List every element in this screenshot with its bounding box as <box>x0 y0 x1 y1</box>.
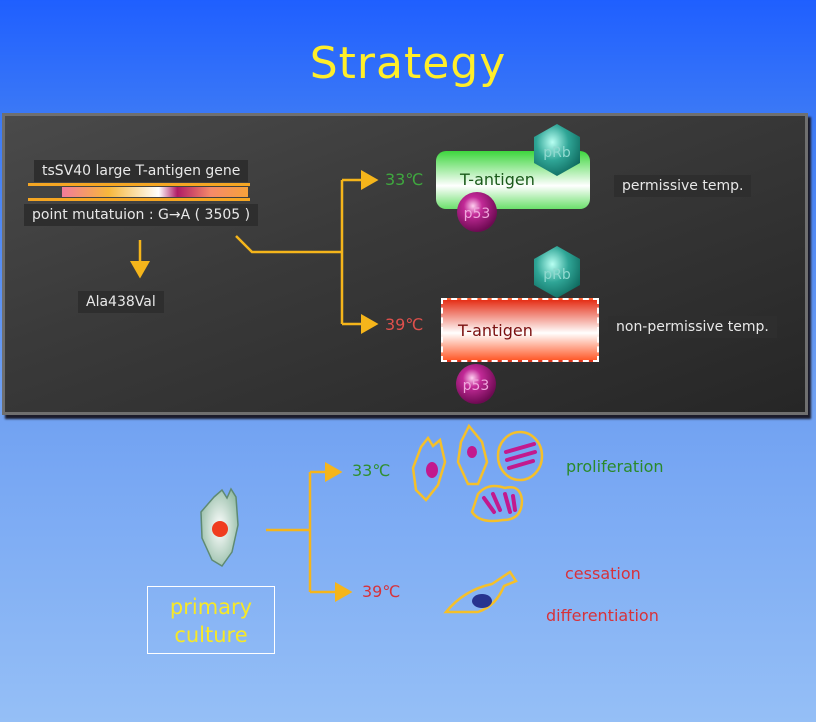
prb-permissive-text: pRb <box>543 145 571 161</box>
nonpermissive-temp-label: 39℃ <box>385 315 424 334</box>
primary-culture-line2: culture <box>174 623 248 647</box>
primary-cell-nucleus <box>212 521 228 537</box>
primary-culture-box: primary culture <box>147 586 275 654</box>
proliferating-cell-2-nucleus <box>467 446 477 458</box>
nonpermissive-temp-description: non-permissive temp. <box>608 316 777 338</box>
dividing-cell-1-chromosomes <box>504 442 537 470</box>
proliferating-cell-1 <box>411 435 447 502</box>
mutation-label: point mutatuion : G→A ( 3505 ) <box>24 204 259 226</box>
p53-nonpermissive-text: p53 <box>463 378 490 394</box>
differentiation-label: differentiation <box>546 606 659 625</box>
t-antigen-nonpermissive-label: T-antigen <box>458 321 533 340</box>
proliferating-cell-2 <box>456 423 489 486</box>
permissive-temp-description: permissive temp. <box>614 175 752 197</box>
p53-permissive-text: p53 <box>464 206 491 222</box>
differentiated-cell <box>443 570 518 614</box>
proliferating-cell-1-nucleus <box>426 462 438 478</box>
permissive-temp-label: 33℃ <box>385 170 424 189</box>
primary-culture-line1: primary <box>169 595 253 619</box>
proliferation-label: proliferation <box>566 457 664 476</box>
branch-arrow-stem <box>235 235 342 254</box>
t-antigen-nonpermissive-shape <box>441 298 599 362</box>
cessation-label: cessation <box>565 564 641 583</box>
gene-sequence-bar <box>62 187 248 197</box>
gene-bar-top-line <box>28 183 250 186</box>
dividing-cell-2-chromosomes <box>482 492 517 514</box>
substitution-label: Ala438Val <box>78 291 164 313</box>
culture-temp-low-label: 33℃ <box>352 461 391 480</box>
gene-bar-bottom-line <box>28 198 250 201</box>
culture-temp-high-label: 39℃ <box>362 582 401 601</box>
differentiated-cell-nucleus <box>472 594 492 608</box>
dividing-cell-1 <box>496 430 544 482</box>
p53-nonpermissive-circle <box>456 364 496 404</box>
t-antigen-permissive-label: T-antigen <box>460 170 535 189</box>
page-title: Strategy <box>309 38 507 89</box>
p53-permissive-circle <box>457 192 497 232</box>
prb-nonpermissive-hexagon <box>534 246 580 298</box>
gene-name-label: tsSV40 large T-antigen gene <box>34 160 249 182</box>
dividing-cell-2 <box>470 484 524 523</box>
prb-nonpermissive-text: pRb <box>543 267 571 283</box>
prb-permissive-hexagon <box>534 124 580 176</box>
